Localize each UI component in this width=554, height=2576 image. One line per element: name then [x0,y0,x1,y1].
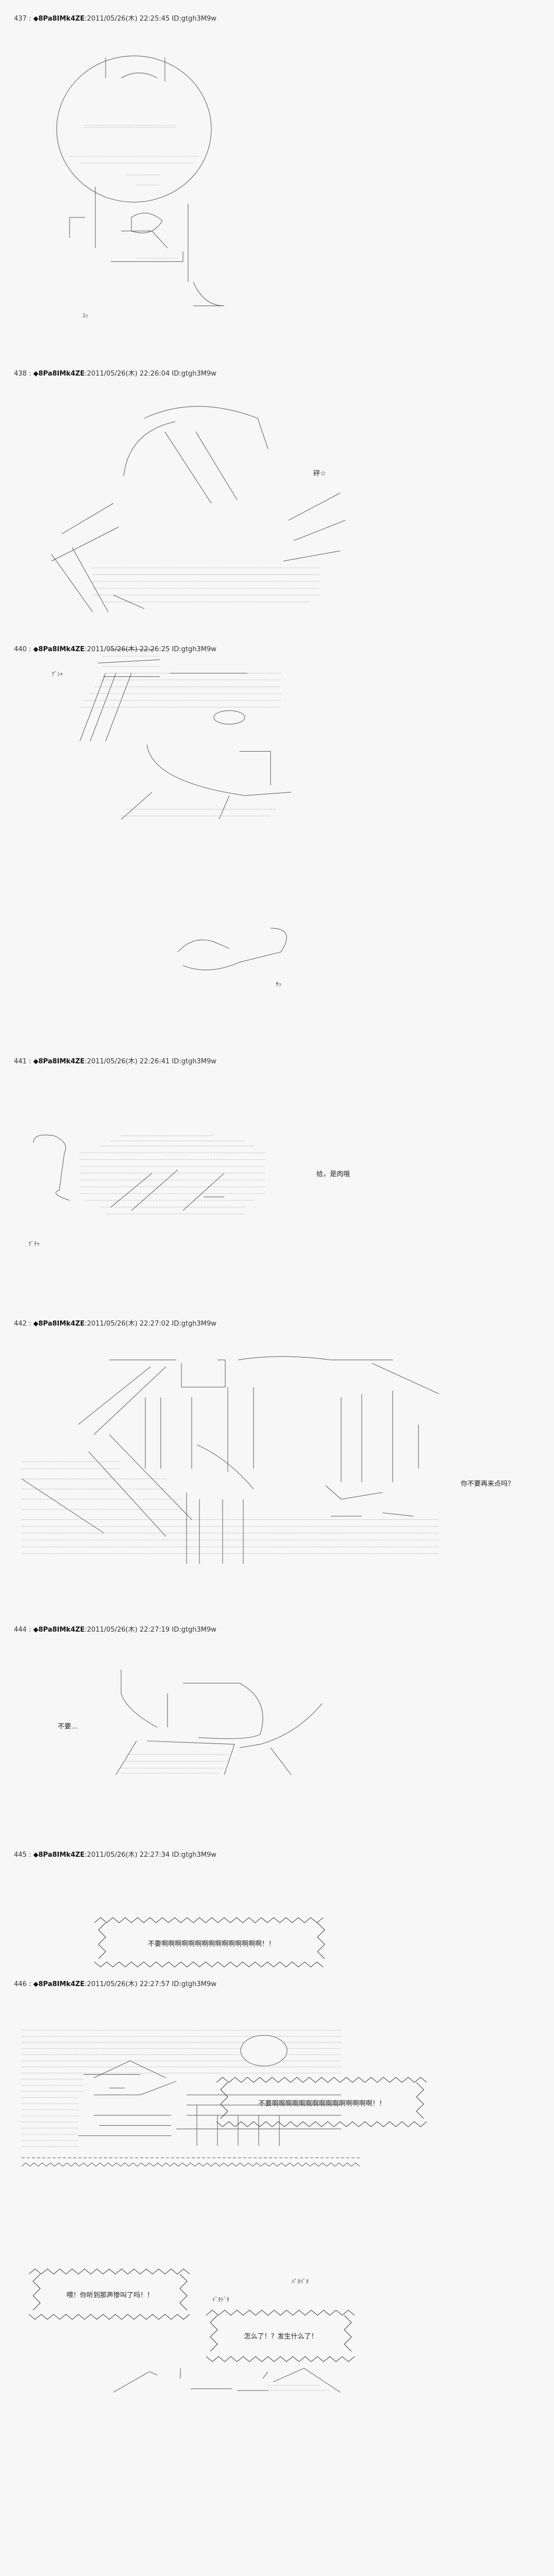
sound-effect: ｽｯ [82,312,88,319]
post-header-437: 437 : ◆8Pa8IMk4ZE:2011/05/26(木) 22:25:45… [14,13,216,23]
shout-bubble: 不要啊啊啊啊啊啊啊啊啊啊啊啊啊啊啊！！ [216,2075,428,2129]
post-number: 445 [14,1851,27,1859]
bubble-text: 喂！你听到那声惨叫了吗！！ [66,2292,154,2299]
post-header-445: 445 : ◆8Pa8IMk4ZE:2011/05/26(木) 22:27:34… [14,1849,216,1859]
speech-bubble-left: 喂！你听到那声惨叫了吗！！ [28,2267,191,2321]
post-number: 437 [14,15,27,23]
shout-text: 不要啊啊啊啊啊啊啊啊啊啊啊啊啊啊啊！！ [258,2100,386,2108]
dialogue-text: 砰☆ [313,470,326,478]
post-meta: :2011/05/26(木) 22:25:45 ID:gtgh3M9w [85,15,216,23]
poster-trip: ◆8Pa8IMk4ZE [33,1058,85,1065]
post-header-444: 444 : ◆8Pa8IMk4ZE:2011/05/26(木) 22:27:19… [14,1624,216,1634]
separator: : [26,1058,33,1065]
post-meta: :2011/05/26(木) 22:27:02 ID:gtgh3M9w [85,1320,216,1328]
ascii-art-reaching-hands [106,1666,332,1775]
separator: : [26,370,33,378]
post-number: 442 [14,1320,27,1328]
post-header-446: 446 : ◆8Pa8IMk4ZE:2011/05/26(木) 22:27:57… [14,1978,216,1988]
separator: : [26,1851,33,1859]
speech-bubble-border [206,2310,355,2362]
post-meta: :2011/05/26(木) 22:27:57 ID:gtgh3M9w [85,1980,216,1988]
post-number: 440 [14,646,27,653]
ascii-art-bottom-figures [113,2365,345,2396]
speech-bubble-border [28,2268,190,2320]
post-header-442: 442 : ◆8Pa8IMk4ZE:2011/05/26(木) 22:27:02… [14,1318,216,1328]
post-number: 441 [14,1058,27,1065]
speech-bubble-border [94,1917,325,1968]
shout-bubble: 不要啊啊啊啊啊啊啊啊啊啊啊啊啊啊啊！！ [94,1916,329,1969]
dialogue-text: 不要… [58,1723,78,1731]
bubble-text: 怎么了！？发生什么了！ [244,2333,318,2341]
page-end [0,2391,1,2396]
dialogue-text: 你不要再来点吗？ [461,1480,515,1488]
poster-trip: ◆8Pa8IMk4ZE [33,1851,85,1859]
sound-effect: ｸﾞﾁｬ [28,1241,40,1247]
ascii-art-village-landscape [22,2027,403,2190]
speech-bubble-border [216,2077,427,2127]
poster-trip: ◆8Pa8IMk4ZE [33,15,85,23]
post-number: 446 [14,1980,27,1988]
ascii-art-teapot-grill [28,1132,276,1241]
sound-effect: ｸﾞｼｬ [52,671,63,677]
post-number: 444 [14,1626,27,1634]
post-meta: :2011/05/26(木) 22:27:19 ID:gtgh3M9w [85,1626,216,1634]
poster-trip: ◆8Pa8IMk4ZE [33,1626,85,1634]
separator: : [26,646,33,653]
poster-trip: ◆8Pa8IMk4ZE [33,1980,85,1988]
separator: : [26,1626,33,1634]
separator: : [26,15,33,23]
ascii-art-scene-offering [22,1357,444,1574]
post-number: 438 [14,370,27,378]
sound-effect: ﾊﾟﾀﾊﾟﾀ [292,2278,309,2285]
ascii-art-grill-and-hand [75,670,332,976]
post-meta: :2011/05/26(木) 22:26:04 ID:gtgh3M9w [85,370,216,378]
post-meta: :2011/05/26(木) 22:26:41 ID:gtgh3M9w [85,1058,216,1065]
dialogue-text: 给，是肉哦 [316,1171,350,1178]
shout-text: 不要啊啊啊啊啊啊啊啊啊啊啊啊啊啊啊！！ [147,1940,275,1948]
post-header-438: 438 : ◆8Pa8IMk4ZE:2011/05/26(木) 22:26:04… [14,368,216,378]
separator: : [26,1980,33,1988]
post-header-441: 441 : ◆8Pa8IMk4ZE:2011/05/26(木) 22:26:41… [14,1056,216,1065]
poster-trip: ◆8Pa8IMk4ZE [33,1320,85,1328]
speech-bubble-right: 怎么了！？发生什么了！ [206,2308,356,2364]
poster-trip: ◆8Pa8IMk4ZE [33,646,85,653]
separator: : [26,1320,33,1328]
post-meta: :2011/05/26(木) 22:27:34 ID:gtgh3M9w [85,1851,216,1859]
ascii-art-egg-figure [49,47,224,319]
sound-effect: ﾄﾞﾀﾄﾞﾀ [212,2296,229,2303]
ascii-art-character-smash [41,391,350,697]
sound-effect: ｻｯ [276,981,281,988]
poster-trip: ◆8Pa8IMk4ZE [33,370,85,378]
